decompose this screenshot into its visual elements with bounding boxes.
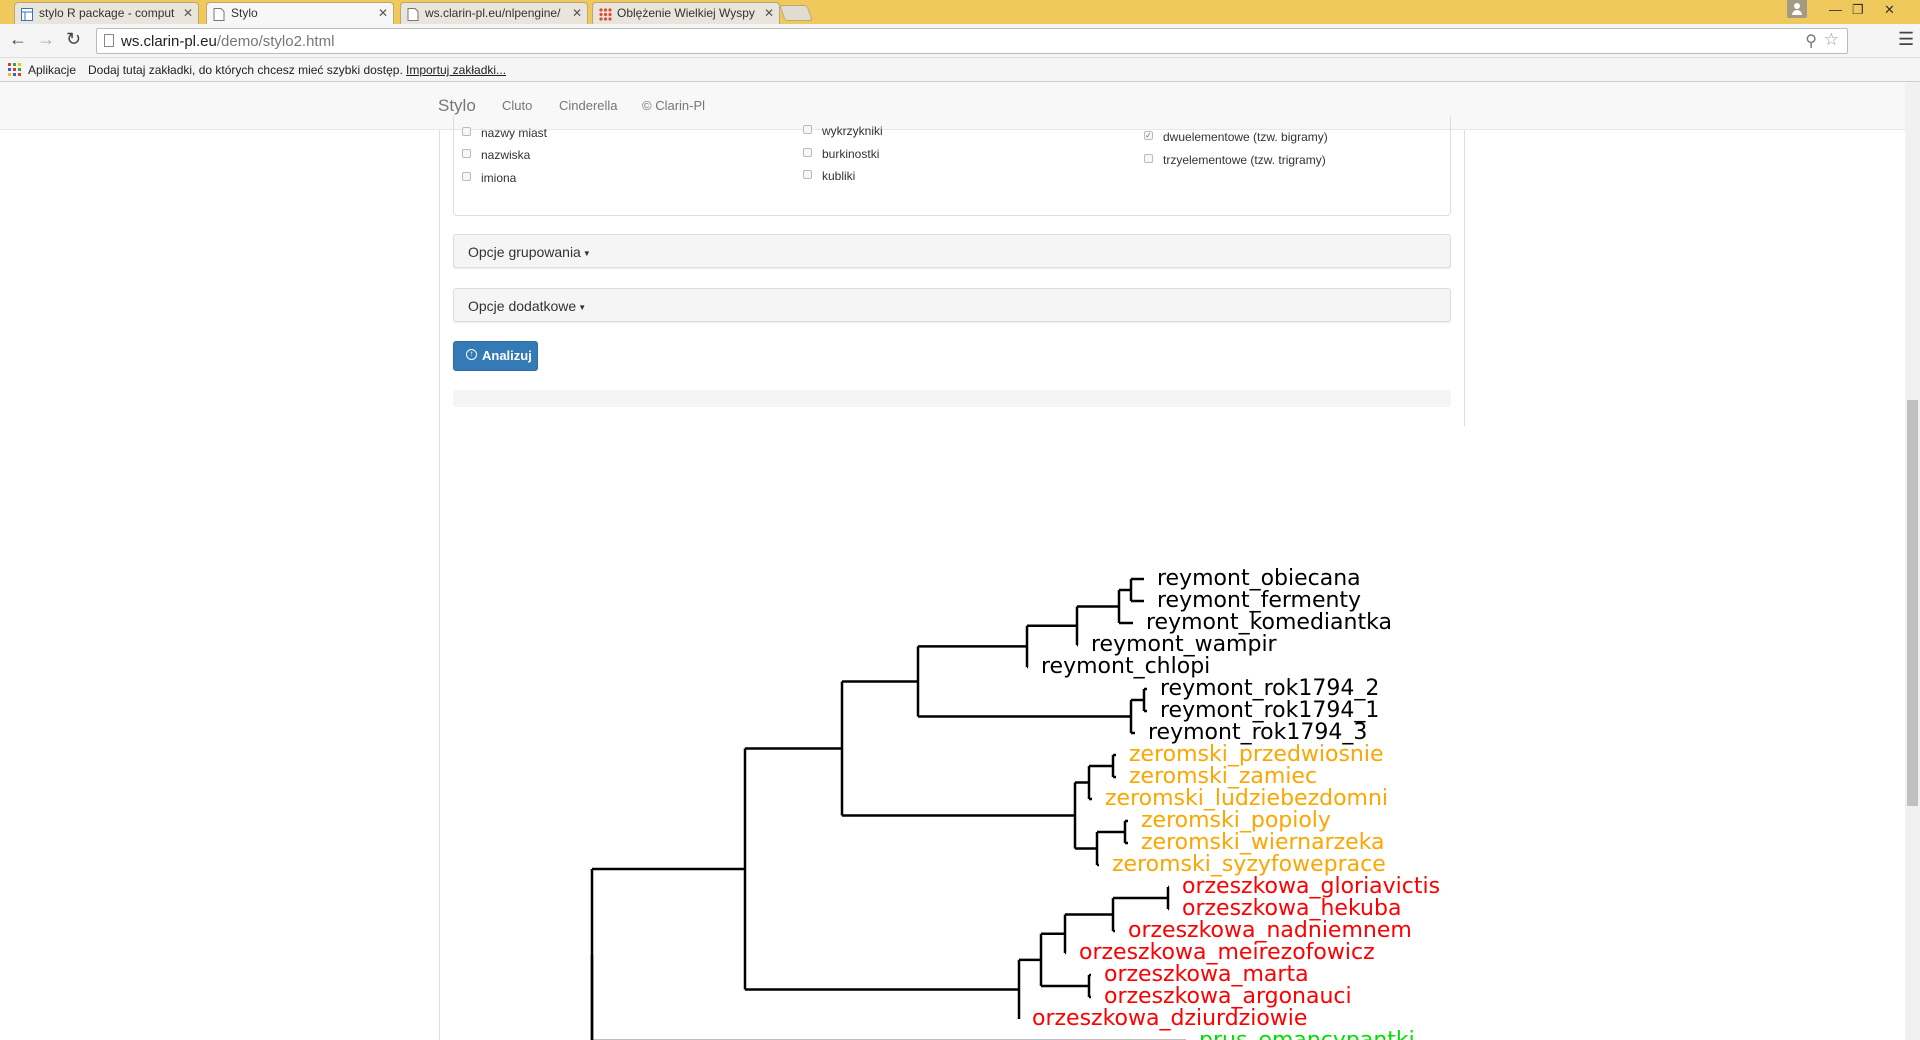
dendrogram-leaf-label: reymont_rok1794_3 bbox=[1148, 720, 1367, 745]
container-border-right bbox=[1464, 130, 1465, 426]
browser-tab-stylo[interactable]: Stylo ✕ bbox=[206, 2, 394, 24]
close-window-icon[interactable]: ✕ bbox=[1884, 2, 1895, 17]
grouping-options-header[interactable]: Opcje grupowania▼ bbox=[453, 234, 1451, 268]
page-icon bbox=[407, 7, 419, 21]
checkbox-label: dwuelementowe (tzw. bigramy) bbox=[1163, 130, 1328, 144]
checkbox-label: trzyelementowe (tzw. trigramy) bbox=[1163, 153, 1326, 167]
apps-icon[interactable] bbox=[8, 63, 21, 76]
minimize-icon[interactable]: — bbox=[1829, 2, 1842, 17]
page-icon bbox=[213, 7, 225, 21]
dendrogram-leaf-label: reymont_rok1794_1 bbox=[1160, 698, 1379, 723]
dendrogram-leaf-label: orzeszkowa_nadniemnem bbox=[1128, 918, 1412, 943]
tab-title: Stylo bbox=[231, 6, 258, 20]
grid-icon bbox=[599, 7, 612, 21]
dendrogram-leaf-label: zeromski_syzyfoweprace bbox=[1112, 852, 1386, 877]
url-text: ws.clarin-pl.eu/demo/stylo2.html bbox=[121, 33, 335, 50]
dendrogram-leaf-label: orzeszkowa_hekuba bbox=[1182, 896, 1401, 921]
checkbox-box[interactable]: ✓ bbox=[1144, 131, 1153, 140]
dendrogram-leaf-label: orzeszkowa_dziurdziowie bbox=[1032, 1006, 1307, 1031]
features-panel: nazwy miast nazwiska imiona wykrzykniki … bbox=[453, 116, 1451, 216]
apps-link[interactable]: Aplikacje bbox=[28, 63, 77, 77]
additional-options-header[interactable]: Opcje dodatkowe▼ bbox=[453, 288, 1451, 322]
analyze-button-label: Analizuj bbox=[482, 348, 532, 363]
close-tab-icon[interactable]: ✕ bbox=[377, 6, 388, 20]
bookmarks-hint: Dodaj tutaj zakładki, do których chcesz … bbox=[88, 63, 403, 77]
caret-down-icon: ▼ bbox=[582, 248, 591, 258]
dendrogram-leaf-label: reymont_komediantka bbox=[1146, 610, 1392, 635]
navbar-brand[interactable]: Stylo bbox=[438, 96, 476, 115]
checkbox-box[interactable] bbox=[462, 127, 471, 136]
browser-toolbar: ← → ↻ ws.clarin-pl.eu/demo/stylo2.html ⚲… bbox=[0, 24, 1920, 58]
arrow-up-circle-icon: ↑ bbox=[466, 349, 477, 360]
scrollbar-thumb[interactable] bbox=[1907, 400, 1918, 806]
close-tab-icon[interactable]: ✕ bbox=[763, 6, 774, 20]
back-icon[interactable]: ← bbox=[9, 29, 27, 49]
tab-title: ws.clarin-pl.eu/nlpengine/ bbox=[425, 6, 561, 20]
grouping-options-label: Opcje grupowania bbox=[468, 244, 581, 260]
nav-item-cluto[interactable]: Cluto bbox=[502, 98, 533, 113]
browser-tab-nlpengine[interactable]: ws.clarin-pl.eu/nlpengine/ ✕ bbox=[400, 2, 588, 24]
dendrogram-leaf-label: prus_emancypantki bbox=[1199, 1028, 1415, 1040]
checkbox-box[interactable] bbox=[1144, 154, 1153, 163]
table-icon bbox=[21, 7, 33, 21]
bookmarks-bar: Aplikacje Dodaj tutaj zakładki, do który… bbox=[0, 58, 1920, 82]
result-header-bar bbox=[453, 390, 1451, 407]
dendrogram-leaf-label: zeromski_zamiec bbox=[1129, 764, 1317, 789]
dendrogram-leaf-label: orzeszkowa_argonauci bbox=[1104, 984, 1352, 1009]
dendrogram-leaf-label: zeromski_popioly bbox=[1141, 808, 1331, 833]
checkbox-label: wykrzykniki bbox=[822, 124, 883, 138]
page-scrollbar[interactable] bbox=[1905, 82, 1920, 1040]
close-tab-icon[interactable]: ✕ bbox=[182, 6, 193, 20]
dendrogram-labels: reymont_obiecanareymont_fermentyreymont_… bbox=[1032, 566, 1440, 1040]
additional-options-label: Opcje dodatkowe bbox=[468, 298, 577, 314]
search-icon[interactable]: ⚲ bbox=[1805, 33, 1817, 50]
dendrogram-leaf-label: orzeszkowa_meirezofowicz bbox=[1079, 940, 1375, 965]
nav-item-clarin[interactable]: © Clarin-Pl bbox=[642, 98, 706, 113]
nav-item-cinderella[interactable]: Cinderella bbox=[559, 98, 618, 113]
checkbox-label: imiona bbox=[481, 171, 517, 185]
close-tab-icon[interactable]: ✕ bbox=[571, 6, 582, 20]
browser-tab-stylo-package[interactable]: stylo R package - comput ✕ bbox=[14, 2, 199, 24]
reload-icon[interactable]: ↻ bbox=[66, 29, 82, 49]
dendrogram-leaf-label: reymont_rok1794_2 bbox=[1160, 676, 1379, 701]
dendrogram-leaf-label: reymont_chlopi bbox=[1041, 654, 1210, 679]
dendrogram-leaf-label: orzeszkowa_gloriavictis bbox=[1182, 874, 1440, 899]
caret-down-icon: ▼ bbox=[578, 302, 587, 312]
checkbox-box[interactable] bbox=[803, 148, 812, 157]
page-info-icon[interactable] bbox=[104, 34, 114, 47]
checkbox-label: nazwy miast bbox=[481, 126, 548, 140]
address-bar[interactable]: ws.clarin-pl.eu/demo/stylo2.html ⚲ ☆ bbox=[96, 28, 1848, 54]
dendrogram-leaf-label: reymont_obiecana bbox=[1157, 566, 1361, 591]
import-bookmarks-link[interactable]: Importuj zakładki... bbox=[406, 63, 507, 77]
browser-tab-oblezenie[interactable]: Oblężenie Wielkiej Wyspy ✕ bbox=[592, 2, 780, 24]
dendrogram-leaf-label: zeromski_wiernarzeka bbox=[1141, 830, 1385, 855]
dendrogram-leaf-label: orzeszkowa_marta bbox=[1104, 962, 1309, 987]
tab-title: Oblężenie Wielkiej Wyspy bbox=[617, 6, 755, 20]
container-border-left bbox=[439, 130, 440, 1040]
checkbox-box[interactable] bbox=[462, 172, 471, 181]
checkbox-box[interactable] bbox=[803, 170, 812, 179]
forward-icon[interactable]: → bbox=[37, 29, 55, 49]
dendrogram-leaf-label: reymont_wampir bbox=[1091, 632, 1278, 657]
site-navbar: Stylo Cluto Cinderella © Clarin-Pl bbox=[0, 82, 1905, 130]
checkbox-label: kubliki bbox=[822, 169, 856, 183]
dendrogram-leaf-label: zeromski_przedwiosnie bbox=[1129, 742, 1384, 767]
menu-icon[interactable]: ☰ bbox=[1898, 29, 1915, 49]
dendrogram-leaf-label: reymont_fermenty bbox=[1157, 588, 1361, 613]
tab-title: stylo R package - comput bbox=[39, 6, 175, 20]
profile-icon[interactable] bbox=[1787, 0, 1807, 18]
dendrogram-leaf-label: zeromski_ludziebezdomni bbox=[1105, 786, 1388, 811]
bookmark-star-icon[interactable]: ☆ bbox=[1823, 30, 1839, 49]
browser-tab-bar: stylo R package - comput ✕ Stylo ✕ ws.cl… bbox=[0, 0, 1920, 24]
restore-icon[interactable]: ❐ bbox=[1852, 2, 1864, 17]
checkbox-label: nazwiska bbox=[481, 148, 531, 162]
dendrogram-branches bbox=[590, 577, 1186, 1040]
analyze-button[interactable]: ↑ Analizuj bbox=[453, 341, 538, 371]
checkbox-box[interactable] bbox=[803, 125, 812, 134]
checkbox-label: burkinostki bbox=[822, 147, 880, 161]
checkbox-box[interactable] bbox=[462, 149, 471, 158]
